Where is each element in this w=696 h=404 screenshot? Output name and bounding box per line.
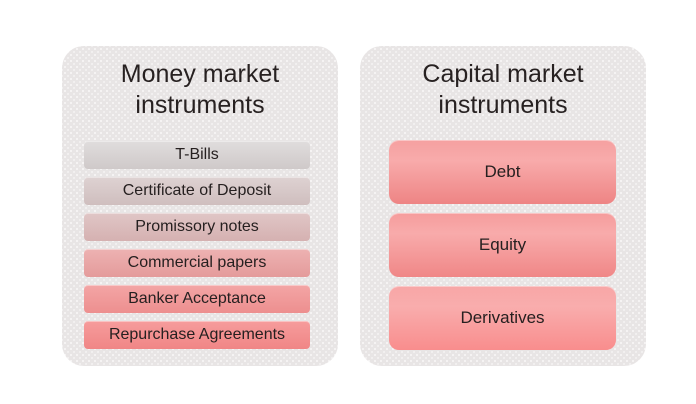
- item-certificate-of-deposit: Certificate of Deposit: [84, 177, 310, 205]
- item-equity: Equity: [389, 213, 616, 277]
- item-label: Repurchase Agreements: [108, 326, 286, 343]
- item-label: Commercial papers: [127, 254, 267, 271]
- item-label: Certificate of Deposit: [122, 182, 272, 199]
- item-t-bills: T-Bills: [84, 141, 310, 169]
- item-label: Banker Acceptance: [128, 290, 266, 307]
- item-debt: Debt: [389, 140, 616, 204]
- item-commercial-papers: Commercial papers: [84, 249, 310, 277]
- item-label: Equity: [478, 235, 527, 254]
- item-label: T-Bills: [175, 146, 219, 163]
- item-banker-acceptance: Banker Acceptance: [84, 285, 310, 313]
- money-market-title: Money market instruments: [120, 60, 280, 119]
- capital-market-title: Capital market instruments: [422, 60, 584, 119]
- item-label: Promissory notes: [135, 218, 259, 235]
- item-repurchase-agreements: Repurchase Agreements: [84, 321, 310, 349]
- item-label: Derivatives: [460, 308, 545, 327]
- item-derivatives: Derivatives: [389, 286, 616, 350]
- item-promissory-notes: Promissory notes: [84, 213, 310, 241]
- item-label: Debt: [484, 162, 521, 181]
